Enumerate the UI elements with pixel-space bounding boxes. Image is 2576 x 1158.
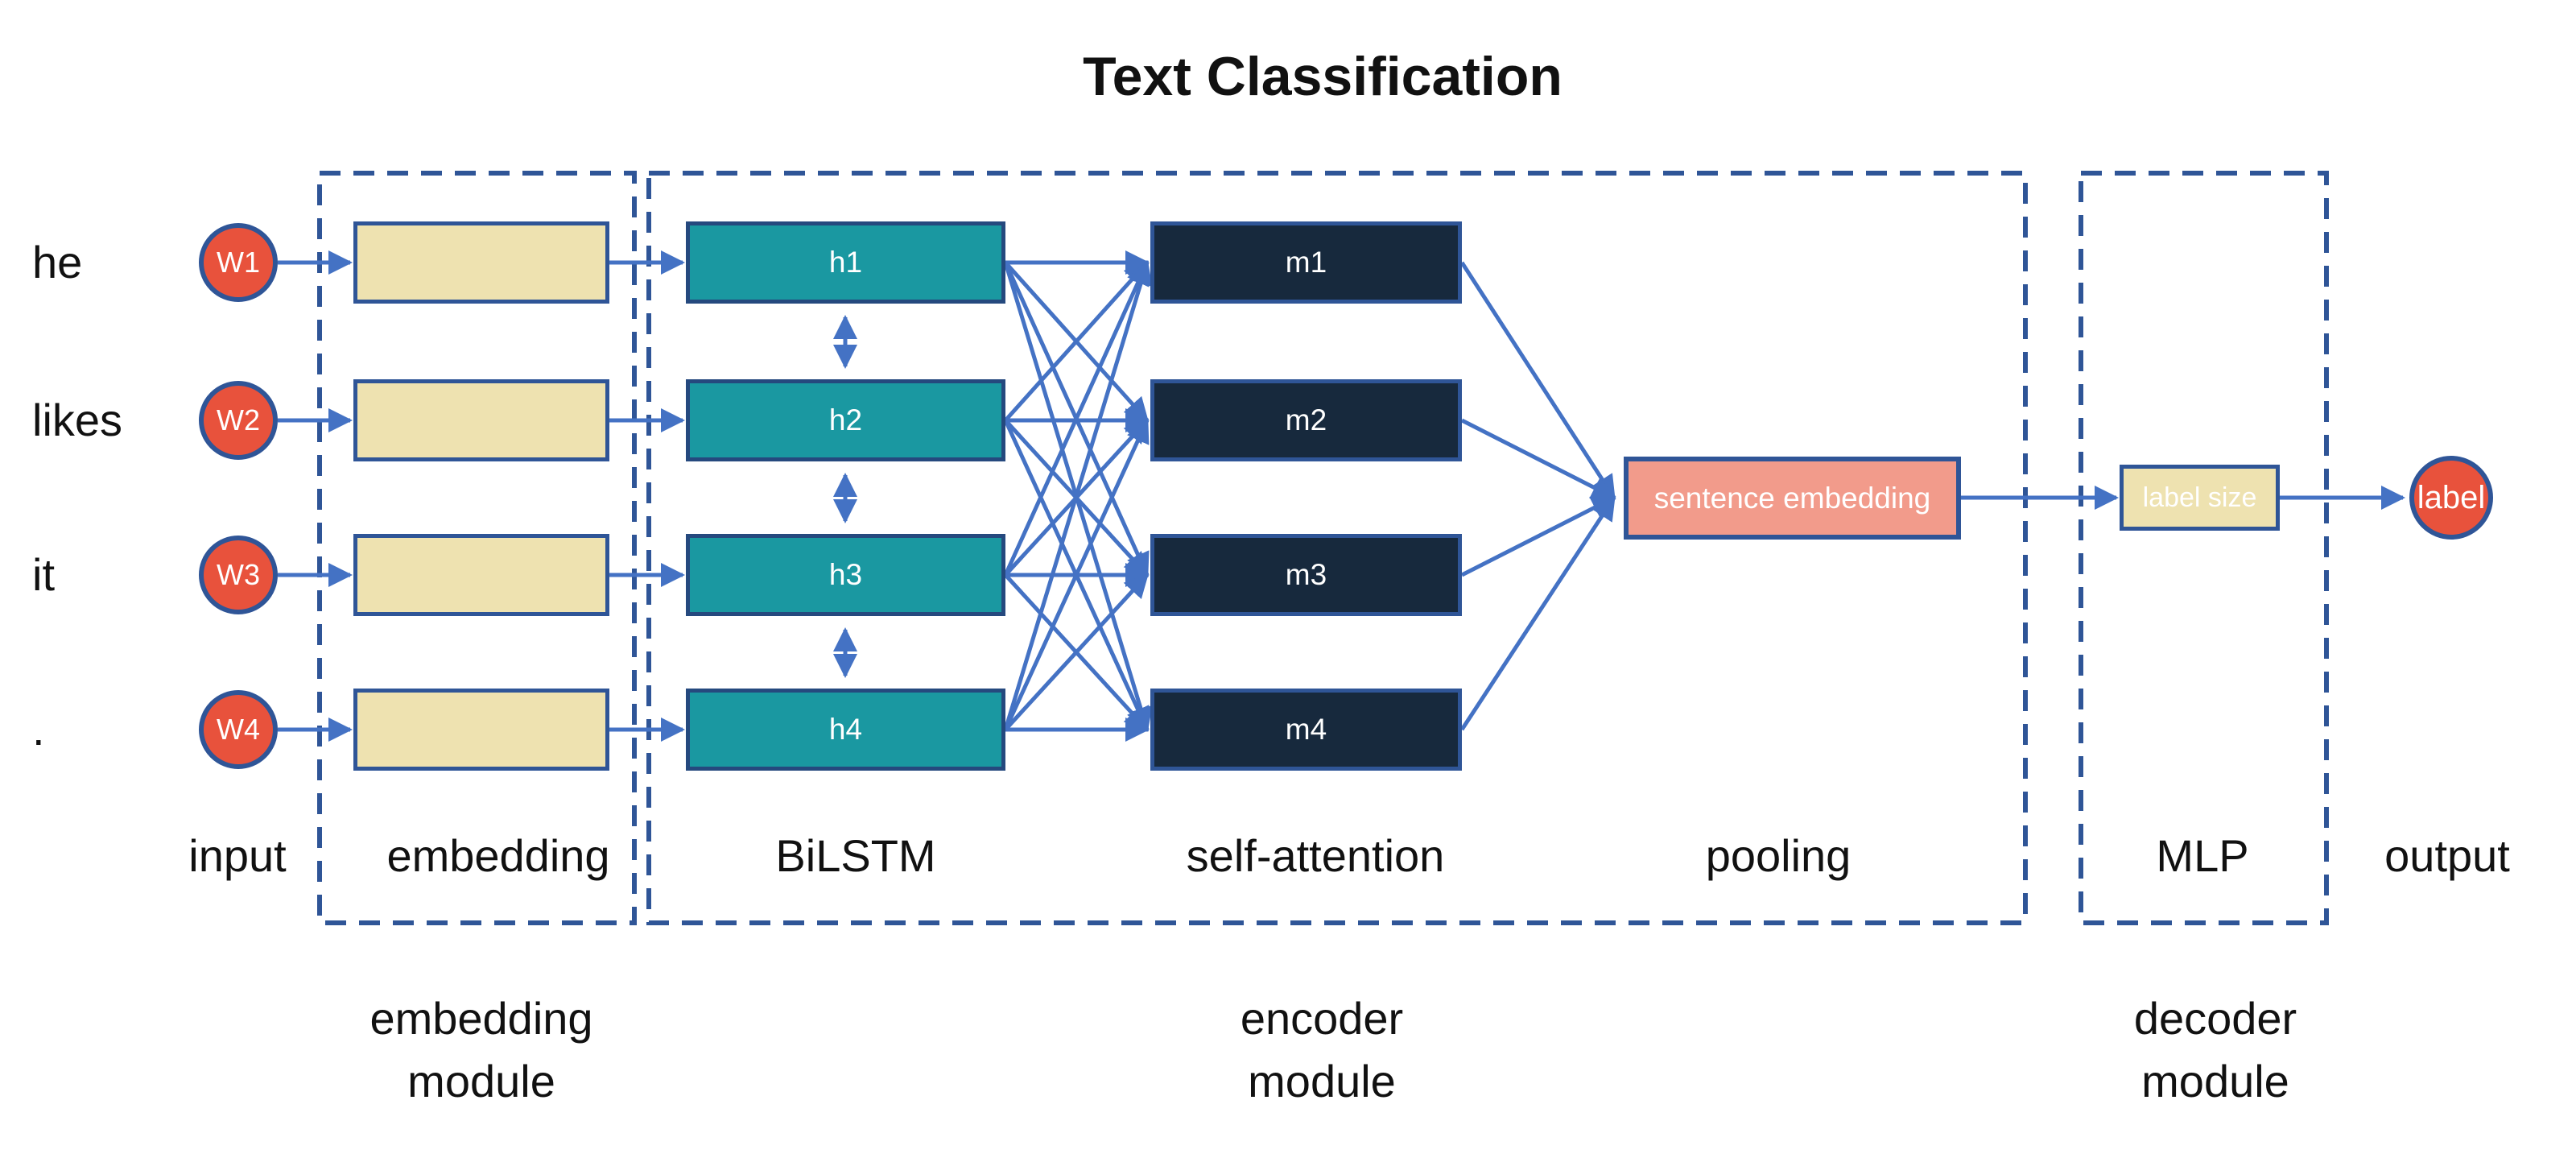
attention-node-m4: m4 (1150, 689, 1462, 771)
pooling-connector (1460, 418, 1616, 500)
embedding-box (353, 379, 609, 461)
input-node-w3: W3 (199, 536, 278, 614)
decoder-module-label-line1: decoder (2133, 993, 2297, 1044)
stage-label-bilstm: BiLSTM (775, 830, 936, 881)
attention-connector (1003, 260, 1150, 577)
input-node-w4: W4 (199, 690, 278, 769)
stage-label-input: input (188, 830, 287, 881)
encoder-module-label-line2: module (1248, 1056, 1396, 1106)
input-word: likes (32, 395, 123, 445)
embedding-box (353, 221, 609, 304)
stage-label-mlp: MLP (2156, 830, 2249, 881)
bilstm-node-h3: h3 (686, 534, 1005, 616)
page-title: Text Classification (1083, 46, 1563, 107)
input-node-w2: W2 (199, 381, 278, 460)
input-node-w1: W1 (199, 223, 278, 302)
embedding-module-label-line1: embedding (369, 993, 593, 1044)
bilstm-node-h1: h1 (686, 221, 1005, 304)
embedding-module-outline (317, 171, 637, 925)
decoder-module-label: decoder module (2134, 987, 2297, 1113)
pooling-connector (1459, 261, 1616, 500)
encoder-module-outline (646, 171, 2028, 925)
decoder-module-label-line2: module (2141, 1056, 2289, 1106)
embedding-module-label: embedding module (369, 987, 592, 1113)
stage-label-self-attention: self-attention (1186, 830, 1445, 881)
input-word: he (32, 237, 83, 287)
stage-label-output: output (2384, 830, 2510, 881)
attention-node-m2: m2 (1150, 379, 1462, 461)
bilstm-node-h2: h2 (686, 379, 1005, 461)
encoder-module-label-line1: encoder (1240, 993, 1404, 1044)
embedding-box (353, 534, 609, 616)
pooling-connector (1459, 495, 1616, 731)
output-label-node: label (2409, 456, 2493, 540)
sentence-embedding-box: sentence embedding (1624, 457, 1961, 540)
decoder-module-outline (2079, 171, 2329, 925)
attention-node-m3: m3 (1150, 534, 1462, 616)
attention-node-m1: m1 (1150, 221, 1462, 304)
bilstm-node-h4: h4 (686, 689, 1005, 771)
input-word: . (32, 704, 45, 755)
embedding-box (353, 689, 609, 771)
input-word: it (32, 549, 55, 600)
attention-connector (1003, 260, 1153, 730)
attention-connector (1004, 260, 1150, 422)
stage-label-embedding: embedding (386, 830, 610, 881)
attention-connector (1003, 418, 1150, 731)
encoder-module-label: encoder module (1241, 987, 1403, 1113)
label-size-box: label size (2120, 465, 2280, 531)
pooling-connector (1460, 495, 1616, 577)
attention-connector (1004, 573, 1150, 731)
embedding-module-label-line2: module (407, 1056, 555, 1106)
stage-label-pooling: pooling (1705, 830, 1852, 881)
